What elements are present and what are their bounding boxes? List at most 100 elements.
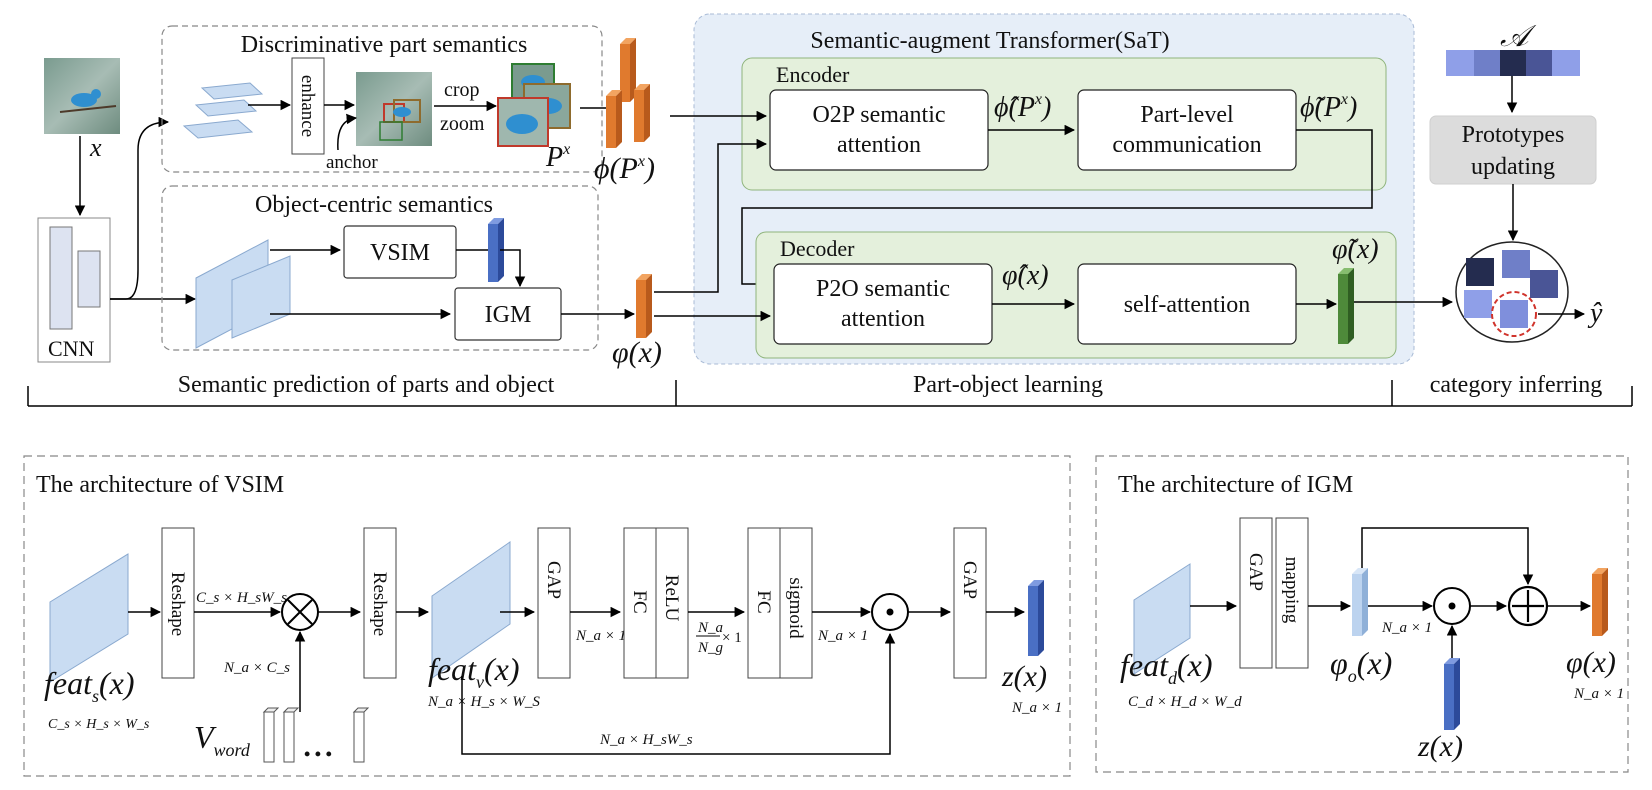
cropped-parts-images [497, 63, 571, 147]
igm-output-label: φ(x) [1566, 646, 1616, 679]
section-left-label: Semantic prediction of parts and object [178, 372, 555, 398]
section-bracket [27, 380, 1633, 407]
varphi-o-feature [1352, 568, 1368, 636]
prototype-bar [1446, 50, 1580, 76]
feat-d-label: featd(x) [1120, 647, 1213, 688]
gap2-box [953, 527, 987, 679]
o2p-line2: attention [837, 132, 921, 158]
relu-label: ReLU [661, 575, 682, 622]
varphi-hat-label: φ̂(x) [1002, 260, 1049, 291]
igm-output-feature [1592, 568, 1608, 636]
sigmoid-box [779, 527, 813, 679]
mapping-label: mapping [1281, 557, 1302, 624]
word-vectors [262, 707, 370, 763]
phi-part-features [606, 38, 650, 148]
vsim-architecture-box [23, 455, 1071, 777]
gap1-label: GAP [543, 561, 564, 599]
cnn-block [37, 217, 111, 363]
fc1-box [623, 527, 657, 679]
object-centric-box [161, 185, 599, 351]
igm-skip-arrow [1361, 527, 1534, 586]
anchor-arrow [337, 113, 358, 151]
igm-architecture-title: The architecture of IGM [1118, 472, 1353, 498]
svg-text:N_g: N_g [697, 640, 724, 656]
feat-d-dims: C_d × H_d × W_d [1128, 694, 1242, 710]
parts-label: Px [545, 141, 570, 173]
cs-hsws-label: C_s × H_sW_s [196, 590, 287, 606]
relu-box [655, 527, 689, 679]
decoder-label: Decoder [780, 236, 855, 261]
phi-tilde-label: ϕ̃(Px) [1300, 91, 1357, 123]
na-x1-label-b: N_a × 1 [817, 628, 868, 644]
varphi-tilde-feature [1338, 268, 1354, 344]
igm-label: IGM [485, 302, 532, 328]
svg-text:N_a: N_a [697, 620, 723, 636]
reshape2-box [363, 527, 397, 679]
sigmoid-label: sigmoid [785, 577, 806, 639]
object-feature-planes [195, 239, 291, 349]
encoder-label: Encoder [776, 62, 850, 87]
discriminative-part-box [161, 25, 603, 173]
cnn-to-part-arrow [110, 116, 170, 300]
part-level-line2: communication [1112, 132, 1261, 158]
feat-v-plane [431, 541, 511, 679]
gap1-box [537, 527, 571, 679]
igm-na-x1-label: N_a × 1 [1381, 620, 1432, 636]
bottom-dims-label: N_a × H_sW_s [599, 732, 693, 748]
enhance-label: enhance [297, 75, 318, 137]
igm-architecture-box [1095, 455, 1629, 773]
section-right-label: category inferring [1430, 372, 1603, 398]
z-dims: N_a × 1 [1011, 700, 1062, 716]
sat-title: Semantic-augment Transformer(SaT) [810, 28, 1169, 54]
feat-s-label: feats(x) [44, 665, 135, 706]
varphi-to-o2p-arrow [654, 138, 768, 293]
prototypes-line2: updating [1471, 154, 1555, 180]
svg-text:× 1: × 1 [722, 630, 742, 646]
phi-hat-label: ϕ̂(Px) [994, 91, 1051, 123]
part-feature-planes [182, 82, 264, 139]
z-to-igm-arrow [500, 249, 526, 288]
z-label: z(x) [1001, 660, 1047, 693]
crop-label: crop [444, 79, 480, 101]
feat-v-dims: N_a × H_s × W_S [427, 694, 540, 710]
vsim-label: VSIM [370, 240, 430, 266]
fc2-label: FC [753, 590, 774, 613]
feat-s-dims: C_s × H_s × W_s [48, 717, 150, 732]
y-hat-label: ŷ [1587, 298, 1603, 329]
igm-output-dims: N_a × 1 [1573, 686, 1624, 702]
gap2-label: GAP [959, 561, 980, 599]
self-attention-label: self-attention [1124, 292, 1251, 318]
object-centric-title: Object-centric semantics [255, 192, 493, 218]
feat-d-plane [1133, 563, 1191, 675]
mapping-box [1275, 517, 1309, 669]
vsim-architecture-title: The architecture of VSIM [36, 472, 284, 498]
fc1-label: FC [629, 590, 650, 613]
igm-z-feature [1444, 658, 1460, 730]
section-middle-label: Part-object learning [913, 372, 1103, 398]
phi-part-label: ϕ(Px) [594, 152, 655, 185]
featv-skip-arrow [461, 632, 896, 755]
p2o-line1: P2O semantic [816, 276, 950, 302]
a-label: 𝒜 [1500, 20, 1537, 53]
add-icon [1507, 585, 1549, 627]
na-cs-label: N_a × C_s [223, 660, 290, 676]
hadamard-icon [871, 593, 909, 631]
igm-z-label: z(x) [1417, 730, 1463, 763]
part-level-line1: Part-level [1140, 102, 1234, 128]
encoder-to-decoder-arrow [741, 129, 1373, 290]
reshape1-label: Reshape [167, 572, 188, 636]
matmul-icon [281, 593, 319, 631]
v-word-label: Vword [194, 719, 251, 760]
p2o-line2: attention [841, 306, 925, 332]
varphi-o-label: φo(x) [1330, 645, 1392, 686]
z-feature [1028, 580, 1044, 656]
varphi-object-label: φ(x) [612, 336, 662, 369]
reshape2-label: Reshape [369, 572, 390, 636]
discriminative-part-title: Discriminative part semantics [241, 32, 528, 58]
na-ng-fraction: N_a N_g × 1 [696, 620, 742, 656]
igm-hadamard-icon [1433, 587, 1471, 625]
o2p-line1: O2P semantic [812, 102, 945, 128]
igm-gap-label: GAP [1245, 553, 1266, 591]
vsim-box [343, 225, 457, 279]
